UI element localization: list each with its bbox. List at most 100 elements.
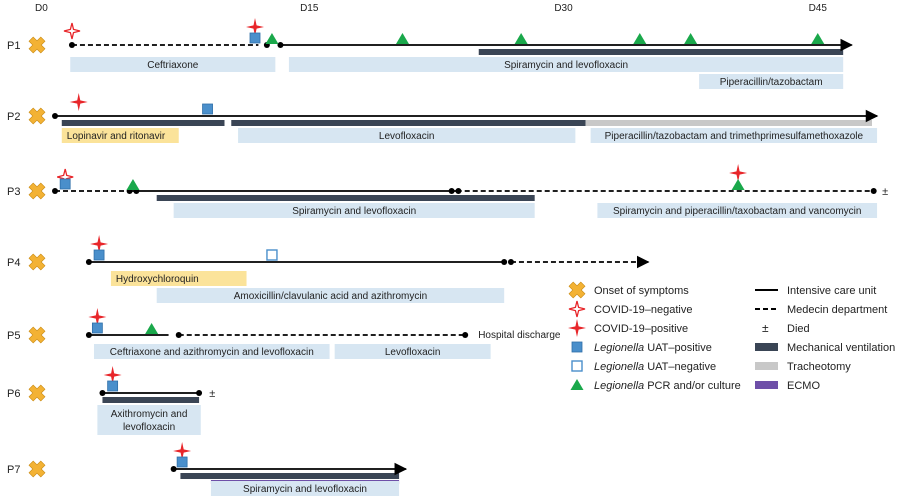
legend-item-uat_positive: Legionella UAT–positive: [571, 341, 712, 354]
treatment-label: Hydroxychloroquin: [116, 274, 199, 285]
legend-label: COVID-19–positive: [594, 323, 688, 335]
mechanical-ventilation-bar: [61, 120, 225, 126]
treatment-label: Lopinavir and ritonavir: [67, 131, 166, 142]
patient-label: P6: [7, 388, 20, 400]
mechanical-ventilation-bar: [231, 120, 586, 126]
died-icon: ±: [882, 186, 888, 198]
patient-label: P5: [7, 330, 20, 342]
legionella-uat-positive-icon: [59, 178, 71, 190]
onset-of-symptoms-icon: [28, 384, 46, 402]
legend: Onset of symptomsCOVID-19–negativeCOVID-…: [568, 281, 895, 392]
died-icon: ±: [209, 388, 215, 400]
legend-label: Died: [787, 323, 810, 335]
treatment-label: Ceftriaxone: [147, 60, 199, 71]
legend-label: Onset of symptoms: [594, 285, 689, 297]
timeline-dot: [175, 332, 182, 338]
legend-item-tracheotomy: Tracheotomy: [755, 361, 851, 373]
timeline-dot: [277, 42, 284, 48]
legend-item-solid: Intensive care unit: [755, 285, 876, 297]
treatment-label: Levofloxacin: [385, 347, 441, 358]
timeline-dot: [870, 188, 877, 194]
covid-positive-icon: [88, 308, 107, 326]
mechanical-ventilation-bar: [156, 195, 535, 201]
timeline-dot: [85, 259, 92, 265]
day-tick-label: D0: [35, 3, 48, 14]
timeline-dot: [455, 188, 462, 194]
hospital-discharge-label: Hospital discharge: [478, 330, 561, 341]
legend-item-died: ± Died: [762, 321, 810, 335]
legionella-uat-positive-icon: [249, 32, 261, 44]
onset-of-symptoms-icon: [28, 460, 46, 478]
treatment-bar: [110, 271, 247, 286]
treatment-label: Piperacillin/tazobactam: [720, 77, 823, 88]
legend-item-ventilation: Mechanical ventilation: [755, 342, 895, 354]
legend-label: Legionella UAT–negative: [594, 361, 716, 373]
timeline-dot: [448, 188, 455, 194]
patient-label: P2: [7, 111, 20, 123]
legionella-uat-positive-icon: [176, 456, 188, 468]
legend-label: Legionella PCR and/or culture: [594, 380, 741, 392]
legend-label: Tracheotomy: [787, 361, 851, 373]
legionella-pcr-culture-icon: [811, 33, 825, 44]
onset-of-symptoms-icon: [28, 253, 46, 271]
covid-positive-icon: [173, 442, 192, 460]
treatment-bar: [699, 74, 844, 89]
legionella-pcr-culture-icon: [265, 33, 279, 44]
timeline-dot: [196, 390, 203, 396]
legionella-pcr-culture-icon: [684, 33, 698, 44]
onset-of-symptoms-icon: [28, 36, 46, 54]
mechanical-ventilation-bar: [478, 49, 844, 55]
legend-label: Intensive care unit: [787, 285, 876, 297]
timeline-dot: [501, 259, 508, 265]
timeline-dot: [52, 113, 58, 119]
legionella-pcr-culture-icon: [514, 33, 528, 44]
legend-label: Mechanical ventilation: [787, 342, 895, 354]
treatment-label: Spiramycin and levofloxacin: [243, 484, 367, 495]
legend-label: ECMO: [787, 380, 820, 392]
died-icon: ±: [762, 321, 769, 335]
legionella-uat-positive-icon: [107, 380, 119, 392]
covid-negative-icon: [568, 300, 586, 318]
patient-label: P4: [7, 257, 20, 269]
treatment-bar: [173, 203, 535, 218]
treatment-label: Spiramycin and levofloxacin: [504, 60, 628, 71]
day-tick-label: D45: [809, 3, 828, 14]
ecmo-swatch: [755, 381, 778, 389]
treatment-label: Spiramycin and levofloxacin: [292, 206, 416, 217]
legionella-uat-positive-icon: [571, 341, 583, 353]
legend-item-onset: Onset of symptoms: [568, 281, 689, 299]
treatment-label: levofloxacin: [123, 422, 175, 433]
covid-positive-icon: [90, 235, 109, 253]
legionella-uat-positive-icon: [202, 103, 213, 115]
legionella-uat-negative-icon: [266, 249, 278, 261]
timeline-dot: [68, 42, 75, 48]
covid-positive-icon: [103, 366, 122, 384]
legionella-pcr-culture-icon: [126, 179, 140, 190]
covid-positive-icon: [729, 164, 748, 182]
onset-of-symptoms-icon: [28, 326, 46, 344]
legionella-pcr-culture-icon: [570, 379, 584, 390]
mechanical-ventilation-swatch: [755, 343, 778, 351]
timeline-dot: [507, 259, 514, 265]
covid-positive-icon: [568, 319, 586, 337]
timeline-dot: [52, 188, 58, 194]
legionella-uat-positive-icon: [93, 249, 105, 261]
patient-label: P1: [7, 40, 20, 52]
patient-label: P3: [7, 186, 20, 198]
treatment-bar: [93, 344, 330, 359]
covid-positive-icon: [246, 18, 264, 36]
treatment-label: Piperacillin/tazobactam and trimethprime…: [605, 131, 864, 142]
legionella-pcr-culture-icon: [145, 323, 159, 334]
treatment-bar: [334, 344, 491, 359]
treatment-bar: [210, 481, 400, 496]
treatment-bar: [97, 405, 201, 435]
treatment-label: Spiramycin and piperacillin/taxobactam a…: [613, 206, 861, 217]
day-tick-label: D15: [300, 3, 319, 14]
onset-of-symptoms-icon: [28, 182, 46, 200]
legend-item-covid_positive: COVID-19–positive: [568, 319, 688, 337]
